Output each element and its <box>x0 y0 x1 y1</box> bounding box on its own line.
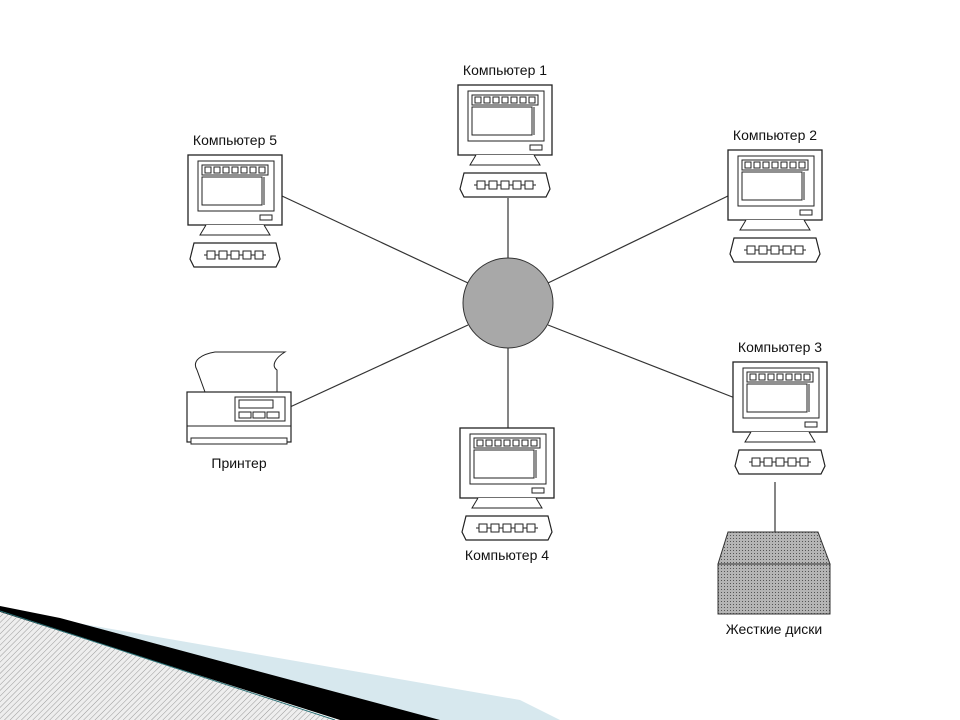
disk-top-icon <box>717 531 831 565</box>
computer-node-2: Компьютер 2 <box>727 127 823 263</box>
keyboard-icon <box>734 449 826 475</box>
disks-node: Жесткие диски <box>717 531 831 637</box>
computer-label: Компьютер 3 <box>738 339 822 355</box>
printer-paper-icon <box>195 351 287 393</box>
link-hub-comp2 <box>547 194 731 284</box>
monitor-icon <box>727 149 823 231</box>
link-hub-comp3 <box>547 324 736 399</box>
computer-label: Компьютер 1 <box>463 62 547 78</box>
link-hub-printer <box>289 324 469 408</box>
slide-decoration <box>0 606 560 720</box>
monitor-icon <box>457 84 553 166</box>
disk-icon <box>717 563 831 615</box>
computer-node-4: Компьютер 4 <box>459 427 555 563</box>
printer-label: Принтер <box>211 455 266 471</box>
computers: Компьютер 1 Компьютер 2 Компьютер 3 <box>187 62 828 563</box>
computer-node-3: Компьютер 3 <box>732 339 828 475</box>
keyboard-icon <box>729 237 821 263</box>
computer-node-5: Компьютер 5 <box>187 132 283 268</box>
keyboard-icon <box>461 515 553 541</box>
computer-label: Компьютер 5 <box>193 132 277 148</box>
keyboard-icon <box>189 242 281 268</box>
computer-node-1: Компьютер 1 <box>457 62 553 198</box>
printer-node: Принтер <box>186 351 292 471</box>
keyboard-icon <box>459 172 551 198</box>
disks-label: Жесткие диски <box>726 621 823 637</box>
computer-label: Компьютер 4 <box>465 547 549 563</box>
connection-lines <box>281 194 776 532</box>
monitor-icon <box>459 427 555 509</box>
monitor-icon <box>187 154 283 236</box>
computer-label: Компьютер 2 <box>733 127 817 143</box>
link-hub-comp5 <box>281 195 469 284</box>
hub-node <box>462 257 554 349</box>
monitor-icon <box>732 361 828 443</box>
